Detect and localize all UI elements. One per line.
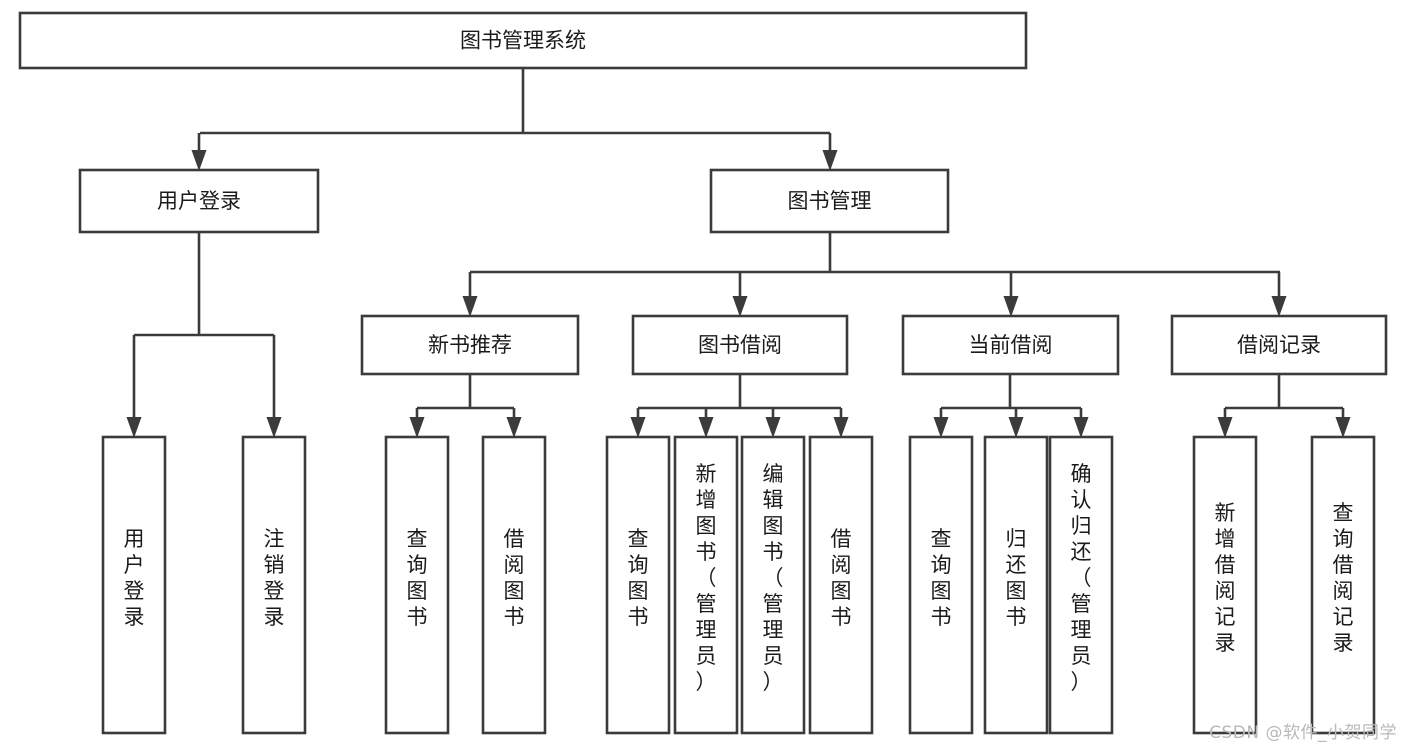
node-box	[605, 435, 671, 735]
node-label: 用户登录	[124, 527, 145, 629]
node-book-manage[interactable]: 图书管理	[709, 168, 950, 234]
node-box	[1192, 435, 1258, 735]
arrow-head-icon	[409, 417, 425, 438]
node-book-borrow[interactable]: 图书借阅	[631, 314, 849, 376]
arrow-head-icon	[933, 417, 949, 438]
node-box	[709, 168, 950, 234]
node-leaf-return-book[interactable]: 归还图书	[983, 435, 1049, 735]
node-label: 确认归还（管理员）	[1071, 462, 1092, 694]
node-new-book-recommend[interactable]: 新书推荐	[360, 314, 580, 376]
node-box	[481, 435, 547, 735]
node-label: 查询图书	[407, 527, 428, 629]
arrow-head-icon	[698, 417, 714, 438]
node-label: 新书推荐	[428, 333, 512, 357]
arrow-head-icon	[1073, 417, 1089, 438]
node-label: 当前借阅	[969, 333, 1053, 357]
node-leaf-query-record[interactable]: 查询借阅记录	[1310, 435, 1376, 735]
node-leaf-borrow-book-1[interactable]: 借阅图书	[481, 435, 547, 735]
arrow-head-icon	[822, 150, 838, 171]
node-label: 新增图书（管理员）	[696, 462, 717, 694]
csdn-watermark: CSDN @软件_小贺同学	[1209, 723, 1397, 743]
node-box	[241, 435, 307, 735]
arrow-head-icon	[1271, 296, 1287, 317]
node-leaf-edit-book[interactable]: 编辑图书（管理员）	[740, 435, 806, 735]
node-leaf-user-login[interactable]: 用户登录	[101, 435, 167, 735]
arrow-head-icon	[462, 296, 478, 317]
arrow-head-icon	[630, 417, 646, 438]
node-leaf-add-record[interactable]: 新增借阅记录	[1192, 435, 1258, 735]
arrow-head-icon	[506, 417, 522, 438]
connectors-layer	[126, 68, 1351, 438]
node-box	[18, 11, 1028, 70]
node-label: 新增借阅记录	[1215, 501, 1236, 655]
node-current-borrow[interactable]: 当前借阅	[901, 314, 1120, 376]
node-root-图书管理系统[interactable]: 图书管理系统	[18, 11, 1028, 70]
arrow-head-icon	[833, 417, 849, 438]
arrow-head-icon	[126, 417, 142, 438]
node-label: 注销登录	[264, 527, 285, 629]
node-label: 编辑图书（管理员）	[763, 462, 784, 694]
node-label: 借阅图书	[831, 527, 852, 629]
arrow-head-icon	[1217, 417, 1233, 438]
arrow-head-icon	[1335, 417, 1351, 438]
node-label: 图书管理	[788, 189, 872, 213]
node-box	[631, 314, 849, 376]
arrow-head-icon	[732, 296, 748, 317]
node-leaf-user-logout[interactable]: 注销登录	[241, 435, 307, 735]
node-leaf-query-book-1[interactable]: 查询图书	[384, 435, 450, 735]
node-label: 用户登录	[157, 189, 241, 213]
node-box	[101, 435, 167, 735]
node-box	[1170, 314, 1388, 376]
node-leaf-query-book-2[interactable]: 查询图书	[605, 435, 671, 735]
node-box	[1310, 435, 1376, 735]
node-box	[384, 435, 450, 735]
node-leaf-confirm-return[interactable]: 确认归还（管理员）	[1048, 435, 1114, 735]
node-label: 图书借阅	[698, 333, 782, 357]
node-label: 借阅图书	[504, 527, 525, 629]
nodes-layer: 图书管理系统用户登录图书管理新书推荐图书借阅当前借阅借阅记录用户登录注销登录查询…	[18, 11, 1388, 735]
node-box	[673, 435, 739, 735]
node-label: 查询借阅记录	[1333, 501, 1354, 655]
node-box	[983, 435, 1049, 735]
node-box	[740, 435, 806, 735]
node-box	[1048, 435, 1114, 735]
node-leaf-add-book[interactable]: 新增图书（管理员）	[673, 435, 739, 735]
node-leaf-query-book-3[interactable]: 查询图书	[908, 435, 974, 735]
node-label: 图书管理系统	[460, 29, 586, 53]
arrow-head-icon	[765, 417, 781, 438]
arrow-head-icon	[266, 417, 282, 438]
node-box	[360, 314, 580, 376]
node-box	[901, 314, 1120, 376]
node-label: 查询图书	[628, 527, 649, 629]
node-label: 借阅记录	[1237, 333, 1321, 357]
node-box	[78, 168, 320, 234]
node-leaf-borrow-book-2[interactable]: 借阅图书	[808, 435, 874, 735]
node-user-login[interactable]: 用户登录	[78, 168, 320, 234]
node-box	[908, 435, 974, 735]
node-label: 归还图书	[1006, 527, 1027, 629]
node-box	[808, 435, 874, 735]
arrow-head-icon	[1003, 296, 1019, 317]
node-label: 查询图书	[931, 527, 952, 629]
arrow-head-icon	[191, 150, 207, 171]
arrow-head-icon	[1008, 417, 1024, 438]
node-borrow-record[interactable]: 借阅记录	[1170, 314, 1388, 376]
